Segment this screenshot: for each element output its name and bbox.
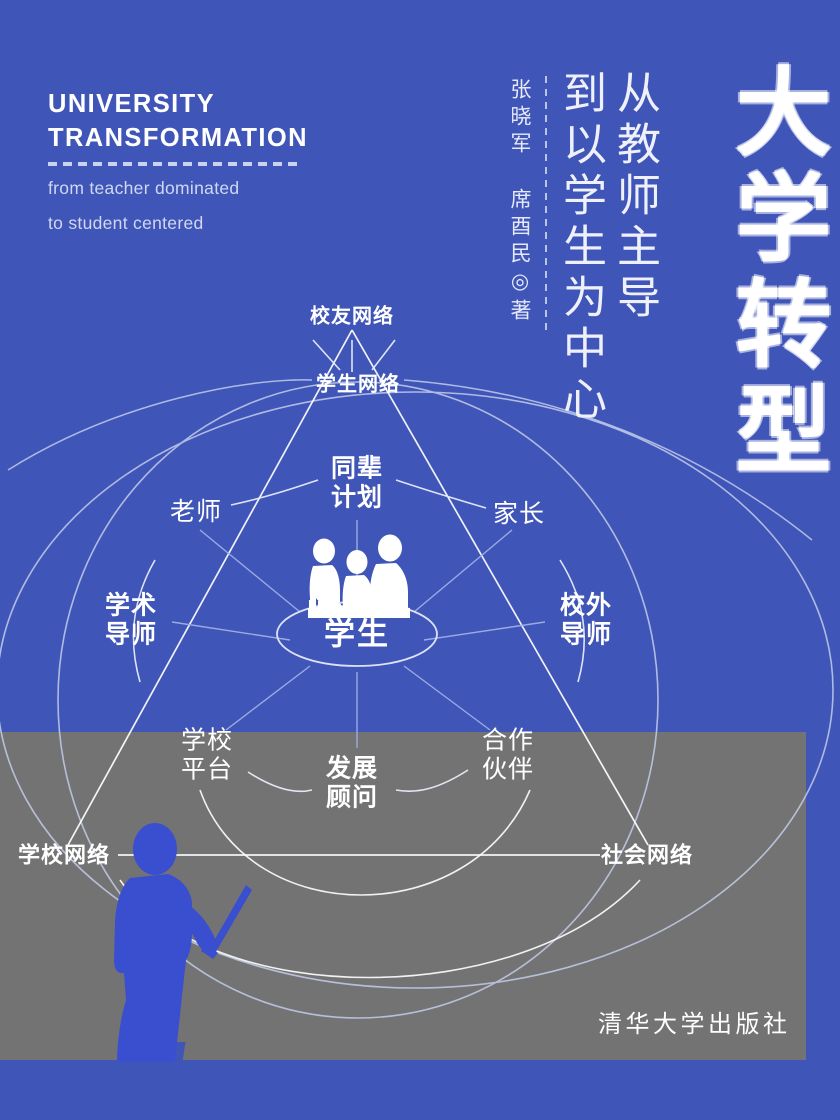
- diagram-node-partners: 合作伙伴: [481, 726, 535, 784]
- dashed-rule: [48, 162, 300, 167]
- inner-arcs: [119, 789, 641, 979]
- diagram-node-alumni-network: 校友网络: [310, 305, 394, 328]
- main-title: 大学转型: [721, 62, 828, 486]
- subtitle-to: 到以学生为中心: [556, 70, 605, 427]
- diagram-node-development-advisor: 发展顾问: [325, 754, 379, 812]
- center-spokes: [171, 520, 546, 748]
- diagram-node-student: 学生: [324, 616, 390, 652]
- diagram-node-social-network: 社会网络: [600, 842, 694, 868]
- english-title-line2: TRANSFORMATION: [48, 123, 308, 152]
- diagram-node-external-mentor: 校外导师: [559, 591, 613, 649]
- teacher-silhouette: [114, 823, 252, 1062]
- english-subtitle-line2: to student centered: [48, 213, 204, 234]
- diagram-node-student-network: 学生网络: [316, 373, 400, 396]
- diagram-node-parents: 家长: [492, 499, 546, 528]
- diagram-node-school-platform: 学校平台: [180, 726, 234, 784]
- english-subtitle-line1: from teacher dominated: [48, 178, 240, 199]
- diagram-node-school-network: 学校网络: [17, 842, 111, 868]
- diagram-node-teacher: 老师: [169, 497, 223, 526]
- english-title-line1: UNIVERSITY: [48, 90, 216, 118]
- authors: 张晓军 席酉民◎著: [508, 78, 531, 326]
- diagram-node-academic-mentor: 学术导师: [104, 591, 158, 649]
- network-triangle: [67, 329, 649, 856]
- publisher: 清华大学出版社: [598, 1011, 791, 1038]
- author-divider: [545, 76, 547, 334]
- outer-ellipses: [0, 381, 834, 1019]
- label-connectors: [132, 339, 586, 793]
- diagram-node-peer-program: 同辈计划: [330, 454, 384, 512]
- subtitle-from: 从教师主导: [610, 70, 659, 325]
- english-title-block: UNIVERSITY TRANSFORMATION from teacher d…: [48, 88, 348, 236]
- students-silhouette: [308, 534, 410, 618]
- wide-arcs: [7, 379, 813, 541]
